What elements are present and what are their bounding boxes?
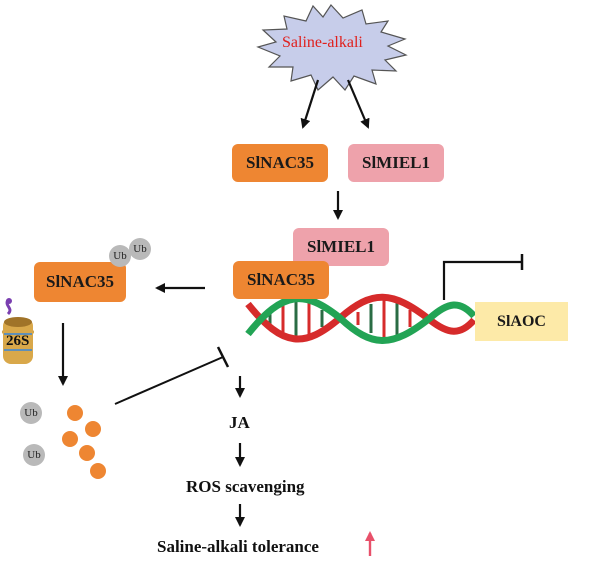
pathway-saline-alkali-tolerance: Saline-alkali tolerance [157, 537, 319, 556]
peptide-fragment [67, 405, 83, 421]
slaoc-gene-box: SlAOC [475, 302, 568, 341]
ubiquitin-tag: Ub [109, 245, 131, 267]
slmiel1-top-node: SlMIEL1 [348, 144, 444, 182]
arrow-stress-to-slnac35 [300, 79, 320, 129]
arrow-stress-to-slmiel1 [346, 79, 370, 129]
inhibition-bar [216, 346, 230, 368]
free-ubiquitin: Ub [20, 402, 42, 424]
peptide-fragment [90, 463, 106, 479]
slmiel1-complex-node: SlMIEL1 [293, 228, 389, 266]
pathway-ja: JA [229, 413, 250, 432]
ubiquitin-tag: Ub [129, 238, 151, 260]
slnac35-top-node: SlNAC35 [232, 144, 328, 182]
promoter-inhibition [442, 260, 522, 300]
slnac35-degraded-node: SlNAC35 [34, 262, 126, 302]
stress-burst [256, 4, 408, 91]
peptide-fragment [62, 431, 78, 447]
inhibition-line [114, 356, 224, 405]
slnac35-complex-node: SlNAC35 [233, 261, 329, 299]
peptide-fragment [85, 421, 101, 437]
stress-label: Saline-alkali [282, 34, 363, 51]
pathway-ros-scavenging: ROS scavenging [186, 477, 305, 496]
free-ubiquitin: Ub [23, 444, 45, 466]
proteasome-label: 26S [6, 333, 30, 349]
proteasome-26s-icon [2, 298, 34, 364]
peptide-fragment [79, 445, 95, 461]
dna-helix [245, 293, 477, 344]
